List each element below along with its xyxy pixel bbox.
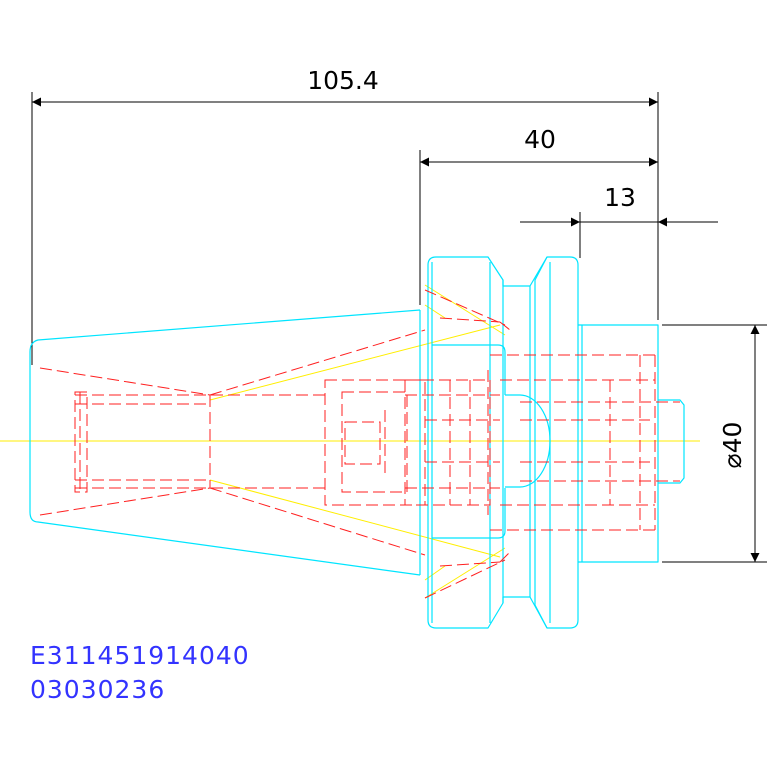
dimension-105-label: 105.4 [307,66,379,95]
front-pilot [658,399,685,484]
part-code: E311451914040 [30,641,250,670]
flange-right [534,256,579,629]
dimension-diameter-label: ⌀40 [718,422,747,469]
drawing-number: 03030236 [30,675,165,704]
v-groove [502,256,548,629]
taper-shank [29,309,421,576]
dimension-40-label: 40 [524,125,556,154]
hidden-lines [39,289,680,599]
centerlines [0,284,700,599]
part-outline [29,256,685,629]
body-section [578,324,659,563]
dimension-lines [31,92,767,563]
dimension-13-label: 13 [604,183,636,212]
